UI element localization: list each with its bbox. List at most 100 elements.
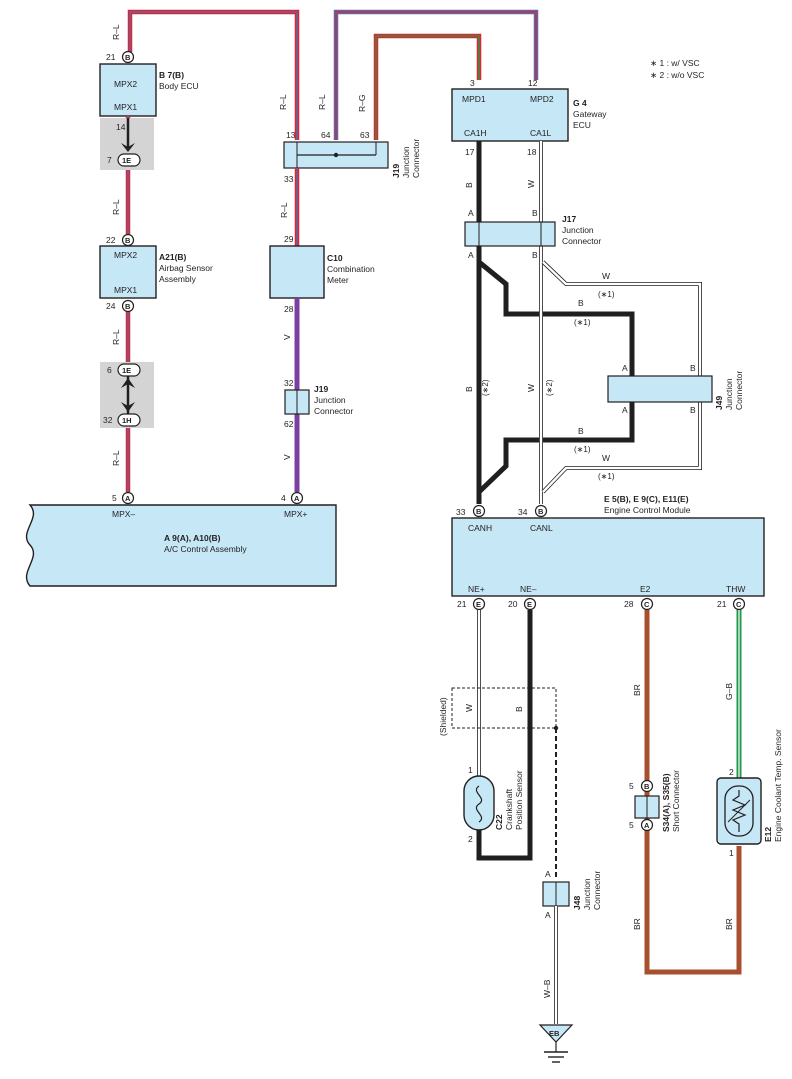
wire-rg-j19-to-g4-mpd1 (373, 33, 482, 140)
junction-connector-j19-bottom: 32 62 J19 Junction Connector (284, 378, 353, 429)
pin-number: 1 (468, 765, 473, 775)
component-name: Connector (592, 871, 602, 910)
pin-number: 33 (456, 507, 466, 517)
connector-pin (534, 504, 548, 518)
component-name: Junction (582, 878, 592, 910)
component-code: C10 (327, 253, 343, 263)
terminal-mpx1: MPX1 (114, 102, 137, 112)
wire-note: (∗1) (574, 318, 591, 327)
wire-label: B (578, 298, 584, 308)
ground-label: EB (549, 1029, 560, 1038)
wire-label: B (578, 426, 584, 436)
wire-note: (∗1) (598, 472, 615, 481)
component-code: S34(A), S35(B) (661, 773, 671, 832)
wire-label: W–B (542, 979, 552, 998)
component-code: E 5(B), E 9(C), E11(E) (604, 494, 689, 504)
terminal: NE+ (468, 584, 485, 594)
connector-pin (290, 491, 304, 505)
wire-label: W (526, 180, 536, 188)
pin-number: 33 (284, 174, 294, 184)
connector-pin (117, 413, 141, 427)
pin-number: 18 (527, 147, 537, 157)
component-name: Crankshaft (504, 788, 514, 830)
connector-letter: A (644, 821, 650, 830)
component-name: Gateway (573, 109, 607, 119)
pin-number: 4 (281, 493, 286, 503)
component-code: B 7(B) (159, 70, 184, 80)
connector-pin (472, 597, 486, 611)
connector-letter: C (644, 600, 650, 609)
connector-letter: B (125, 302, 131, 311)
pin-number: 29 (284, 234, 294, 244)
terminal-mpx2: MPX2 (114, 250, 137, 260)
wire-label: BR (632, 684, 642, 696)
wire-note: (∗2) (545, 379, 554, 396)
pin-number: 14 (116, 122, 126, 132)
pin-number: 32 (103, 415, 113, 425)
engine-control-module: CANH CANL NE+ NE– E2 THW E 5(B), E 9(C),… (451, 494, 765, 611)
component-name: Connector (411, 139, 421, 178)
wire-w-canl (539, 141, 702, 504)
component-name: Junction (724, 378, 734, 410)
pin-number: 20 (508, 599, 518, 609)
wire-label: B (464, 182, 474, 188)
terminal-mpx-minus: MPX– (112, 509, 135, 519)
connector-letter: E (527, 600, 532, 609)
wire-note: (∗1) (574, 445, 591, 454)
ground-eb: EB (538, 1024, 574, 1063)
pin-number: 7 (107, 155, 112, 165)
component-code: J48 (572, 896, 582, 910)
pin-label: A (468, 250, 474, 260)
pin-number: 62 (284, 419, 294, 429)
component-code: J19 (391, 164, 401, 178)
legend-note: ∗ 1 : w/ VSC (650, 58, 700, 68)
component-name: Junction (401, 146, 411, 178)
wire-label: W (464, 704, 474, 712)
wire-label: R–L (111, 24, 121, 40)
pin-label: A (468, 208, 474, 218)
pin-number: 22 (106, 235, 116, 245)
pin-number: 28 (284, 304, 294, 314)
pin-number: 2 (729, 767, 734, 777)
connector-pin (472, 504, 486, 518)
pin-label: B (690, 363, 696, 373)
connector-letter: C (736, 600, 742, 609)
connector-letter: E (476, 600, 481, 609)
terminal: CANH (468, 523, 492, 533)
wire-label: G–B (724, 683, 734, 700)
terminal: MPD2 (530, 94, 554, 104)
wire-rl-b7-to-g4 (127, 9, 300, 140)
component-code: G 4 (573, 98, 587, 108)
component-code: E12 (763, 827, 773, 842)
airbag-sensor-a21: MPX2 MPX1 A21(B) Airbag Sensor Assembly … (99, 233, 213, 313)
terminal: E2 (640, 584, 651, 594)
wire-label: B (514, 706, 524, 712)
pin-label: A (545, 910, 551, 920)
terminal: MPD1 (462, 94, 486, 104)
connector-pin (121, 50, 135, 64)
body-ecu-b7: MPX2 MPX1 B 7(B) Body ECU 21 B (99, 50, 199, 117)
connector-letter: B (644, 782, 650, 791)
component-name: Airbag Sensor (159, 263, 213, 273)
connector-letter: 1E (122, 366, 131, 375)
engine-coolant-temp-sensor-e12: 2 1 E12 Engine Coolant Temp. Sensor (716, 729, 783, 858)
pin-label: B (532, 250, 538, 260)
connector-pin (640, 818, 654, 832)
wire-b-canh (476, 141, 635, 504)
connector-letter: B (125, 236, 131, 245)
component-code: A21(B) (159, 252, 187, 262)
pin-label: A (622, 405, 628, 415)
connector-letter: B (538, 507, 544, 516)
wire-label: R–L (317, 94, 327, 110)
junction-connector-j49: A B A B J49 Junction Connector (607, 363, 744, 415)
wire-label: R–L (279, 202, 289, 218)
connector-letter: 1E (122, 156, 131, 165)
terminal: THW (726, 584, 745, 594)
arrow-down-icon (121, 402, 135, 412)
connector-pin (121, 299, 135, 313)
component-name: Position Sensor (514, 770, 524, 830)
wire-label: V (282, 334, 292, 340)
connector-pin (523, 597, 537, 611)
connector-letter: B (476, 507, 482, 516)
